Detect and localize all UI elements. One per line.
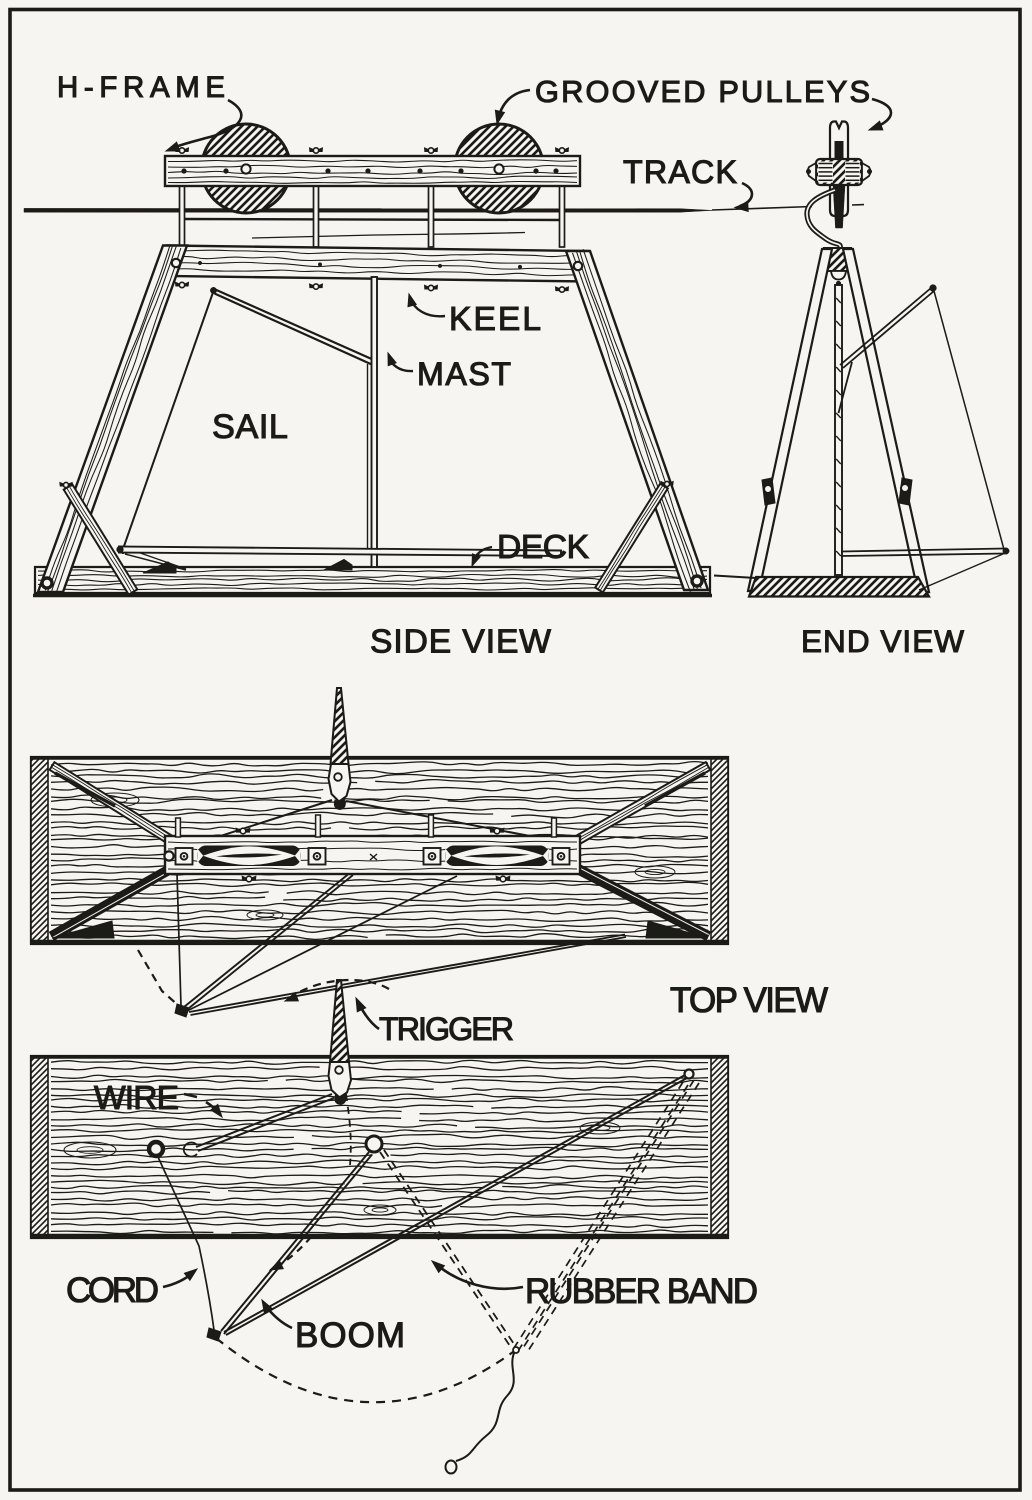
svg-text:MAST: MAST [417, 356, 511, 392]
svg-text:TRACK: TRACK [623, 154, 738, 190]
svg-text:H-FRAME: H-FRAME [57, 71, 225, 104]
svg-text:RUBBER BAND: RUBBER BAND [525, 1272, 758, 1311]
svg-text:SIDE VIEW: SIDE VIEW [370, 624, 551, 661]
svg-text:KEEL: KEEL [449, 301, 541, 338]
svg-text:WIRE: WIRE [94, 1080, 179, 1117]
svg-text:TOP VIEW: TOP VIEW [670, 981, 828, 1020]
svg-text:TRIGGER: TRIGGER [379, 1011, 514, 1047]
svg-text:SAIL: SAIL [212, 408, 288, 446]
svg-text:CORD: CORD [66, 1271, 159, 1310]
svg-text:BOOM: BOOM [295, 1316, 405, 1355]
svg-text:GROOVED PULLEYS: GROOVED PULLEYS [535, 74, 870, 109]
svg-text:DECK: DECK [497, 529, 590, 566]
svg-text:END VIEW: END VIEW [801, 623, 964, 659]
